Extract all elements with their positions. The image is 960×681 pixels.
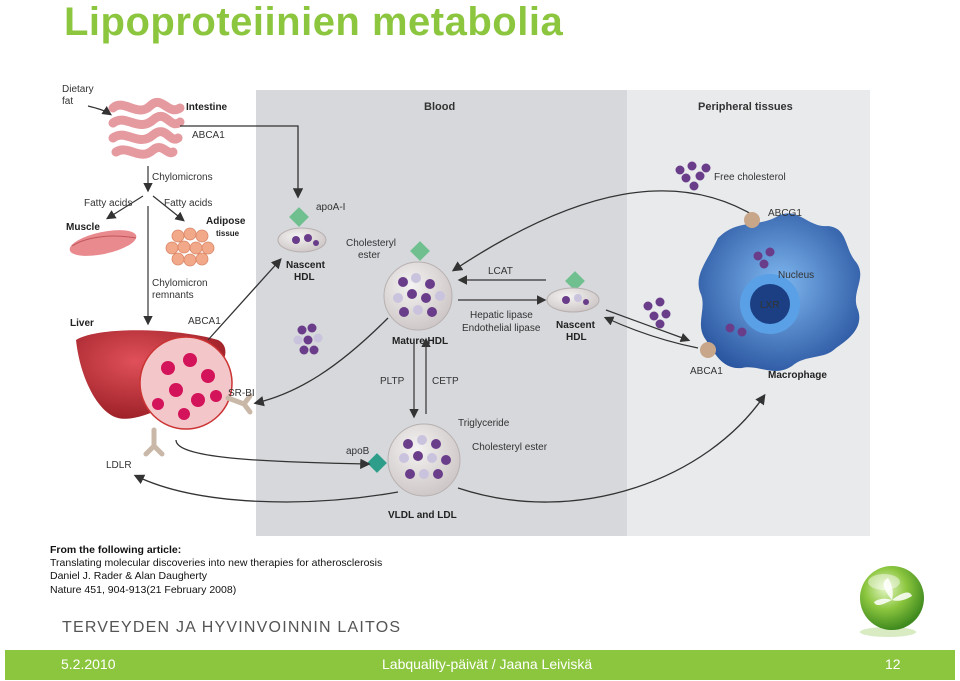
adipose-illustration (165, 227, 215, 267)
nascent-hdl-left (277, 227, 327, 253)
sr-bi-label: SR-BI (228, 388, 255, 399)
cetp-label: CETP (432, 376, 459, 387)
nucleus-label: Nucleus (778, 270, 814, 281)
liver-to-hdl-arrow (207, 258, 282, 341)
ldlr-label: LDLR (106, 460, 132, 471)
lcat-label: LCAT (488, 266, 513, 277)
apoa1-diamond (289, 207, 309, 227)
liver-to-vldl-arrow (175, 439, 371, 470)
macrophage-to-hdl-arc (451, 190, 759, 272)
free-cholesterol-label: Free cholesterol (714, 172, 786, 183)
intestine-label: Intestine (186, 102, 228, 113)
nascent-hdl-exchange-arrow (605, 309, 691, 343)
citation-line-2: Daniel J. Rader & Alan Daugherty (50, 570, 208, 583)
slide-title: Lipoproteiinien metabolia (64, 0, 564, 44)
endothelial-lipase-label: Endothelial lipase (462, 323, 541, 334)
liver-label: Liver (70, 318, 94, 329)
nascent-hdl-right (546, 287, 600, 313)
intestine-illustration (108, 97, 185, 159)
abca1-liver-label: ABCA1 (188, 316, 221, 327)
macrophage-cell (698, 213, 861, 371)
citation-line-3: Nature 451, 904-913(21 February 2008) (50, 583, 237, 596)
ldl-to-macrophage-arc (457, 393, 766, 503)
abcg1-transporter (744, 212, 760, 228)
fatty-acids-right-arrow (152, 195, 185, 222)
dietary-fat-arrow (87, 105, 112, 116)
page-number: 12 (885, 656, 901, 672)
abca1-intestine-label: ABCA1 (192, 130, 225, 141)
apob-label: apoB (346, 446, 370, 457)
citation-block: From the following article: Translating … (50, 544, 382, 597)
apob-diamond (367, 453, 387, 473)
footer-presenter: Labquality-päivät / Jaana Leiviskä (382, 656, 593, 672)
abca1-to-hdl-arrow (603, 316, 699, 349)
hepatic-lipase-label: Hepatic lipase (470, 310, 533, 321)
fatty-acids-left-label: Fatty acids (84, 198, 132, 209)
pltp-label: PLTP (380, 376, 405, 387)
free-lipid-cluster-blood (293, 323, 323, 355)
citation-line-1: Translating molecular discoveries into n… (50, 557, 383, 570)
fatty-acids-right-label: Fatty acids (164, 198, 212, 209)
muscle-label: Muscle (66, 222, 100, 233)
abcg1-label: ABCG1 (768, 208, 802, 219)
free-lipid-cluster-peripheral (643, 297, 671, 329)
vldl-ldl-label: VLDL and LDL (388, 510, 457, 521)
nascent-hdl-right-diamond (565, 271, 585, 291)
chylomicrons-label: Chylomicrons (152, 172, 213, 183)
fatty-acids-left-arrow (105, 195, 144, 220)
peripheral-header: Peripheral tissues (698, 101, 793, 113)
sr-bi-receptor (225, 393, 253, 415)
citation-heading: From the following article: (50, 544, 182, 556)
mature-hdl-particle (383, 261, 453, 331)
ldlr-receptor (143, 427, 165, 457)
vldl-ldl-particle (387, 423, 461, 497)
macrophage-label: Macrophage (768, 370, 827, 381)
mature-hdl-diamond (410, 241, 430, 261)
organization-name: TERVEYDEN JA HYVINVOINNIN LAITOS (62, 619, 402, 636)
hepatocyte-magnification (139, 336, 233, 430)
mature-hdl-label: Mature HDL (392, 336, 448, 347)
free-cholesterol-cluster (675, 161, 711, 191)
muscle-illustration (69, 230, 137, 256)
footer-bar: 5.2.2010 Labquality-päivät / Jaana Leivi… (5, 650, 955, 680)
blood-header: Blood (424, 101, 455, 113)
apoa1-label: apoA-I (316, 202, 345, 213)
triglyceride-label: Triglyceride (458, 418, 510, 429)
footer-date: 5.2.2010 (61, 656, 116, 672)
cholesteryl-ester-bottom-label: Cholesteryl ester (472, 442, 548, 453)
intestine-to-apoa1-arrow (180, 125, 304, 199)
abca1-macrophage-label: ABCA1 (690, 366, 723, 377)
abca1-macrophage-transporter (700, 342, 716, 358)
leaf-globe-logo (860, 566, 924, 637)
hdl-to-liver-arrow (253, 317, 389, 407)
ldl-to-liver-arrow (133, 474, 399, 503)
lxr-label: LXR (760, 300, 779, 311)
